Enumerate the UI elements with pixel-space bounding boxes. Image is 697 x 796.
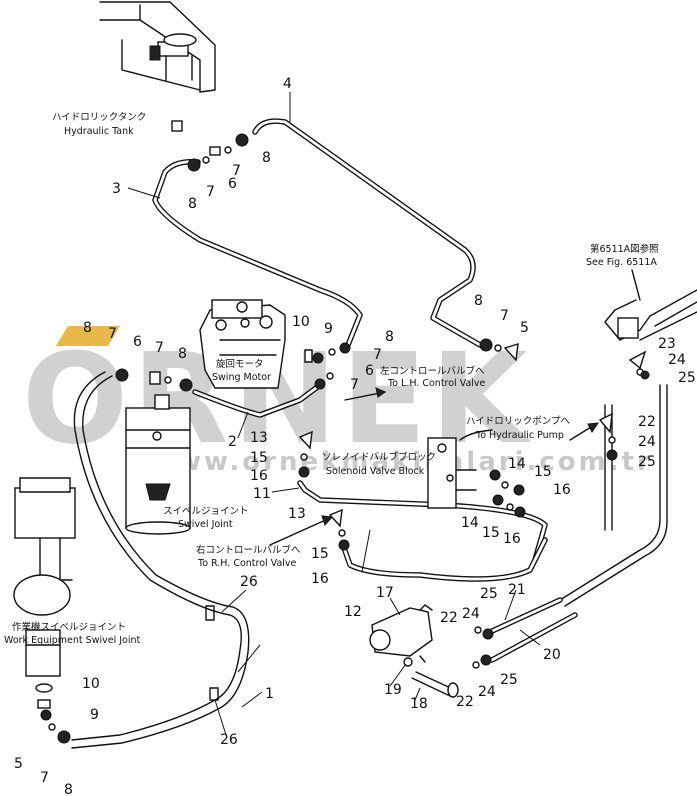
work-equipment-swivel-joint — [13, 477, 76, 677]
callout-20: 20 — [543, 647, 561, 663]
pump-label-en: To Hydraulic Pump — [475, 430, 564, 441]
callout-6: 6 — [228, 176, 237, 192]
fittings — [35, 120, 650, 744]
callout-numbers: 4 3 8 7 7 6 8 8 7 5 10 9 8 7 6 7 8 7 6 7… — [14, 76, 696, 796]
callout-15: 15 — [250, 450, 268, 466]
callout-22: 22 — [456, 694, 474, 710]
callout-24: 24 — [478, 684, 496, 700]
callout-25: 25 — [678, 370, 696, 386]
callout-8: 8 — [64, 782, 73, 796]
callout-22: 22 — [440, 610, 458, 626]
callout-15: 15 — [482, 525, 500, 541]
callout-5: 5 — [520, 320, 529, 336]
callout-7: 7 — [206, 184, 215, 200]
hydraulic-tank — [99, 1, 216, 93]
callout-17: 17 — [376, 585, 394, 601]
callout-8: 8 — [262, 150, 271, 166]
solenoid-valve-block — [427, 437, 477, 509]
see-fig-label-en: See Fig. 6511A — [586, 257, 657, 268]
callout-6: 6 — [365, 363, 374, 379]
watermark-url: www.ornekmakinalari.com.tr — [150, 447, 653, 477]
callout-9: 9 — [324, 321, 333, 337]
lh-valve-label-jp: 左コントロールバルブへ — [380, 365, 485, 377]
callout-10: 10 — [292, 314, 310, 330]
swivel-joint-label-jp: スイベルジョイント — [163, 506, 249, 517]
rh-valve-label-en: To R.H. Control Valve — [197, 558, 297, 569]
callout-24: 24 — [668, 352, 686, 368]
callout-16: 16 — [250, 468, 268, 484]
callout-16: 16 — [311, 571, 329, 587]
swing-motor-label-jp: 旋回モータ — [216, 358, 264, 370]
callout-1: 1 — [265, 686, 274, 702]
callout-7: 7 — [155, 340, 164, 356]
callout-8: 8 — [188, 196, 197, 212]
callout-2: 2 — [228, 434, 237, 450]
callout-14: 14 — [508, 456, 526, 472]
callout-24: 24 — [462, 606, 480, 622]
callout-18: 18 — [410, 696, 428, 712]
callout-7: 7 — [108, 326, 117, 342]
callout-7: 7 — [350, 377, 359, 393]
callout-23: 23 — [658, 336, 676, 352]
callout-16: 16 — [553, 482, 571, 498]
swivel-joint-label-en: Swivel Joint — [178, 519, 233, 530]
swivel-joint — [125, 394, 191, 535]
rh-valve-arrow — [269, 517, 331, 546]
callout-25: 25 — [480, 586, 498, 602]
see-fig-label-jp: 第6511A図参照 — [590, 243, 659, 255]
callout-9: 9 — [90, 707, 99, 723]
callout-8: 8 — [83, 320, 92, 336]
callout-25: 25 — [638, 454, 656, 470]
callout-4: 4 — [283, 76, 292, 92]
callout-16: 16 — [503, 531, 521, 547]
callout-6: 6 — [133, 334, 142, 350]
callout-24: 24 — [638, 434, 656, 450]
hydraulic-tank-label-jp: ハイドロリックタンク — [52, 112, 146, 123]
callout-15: 15 — [534, 464, 552, 480]
callout-7: 7 — [40, 770, 49, 786]
callout-21: 21 — [508, 582, 526, 598]
work-swivel-label-jp: 作業機スイベルジョイント — [12, 621, 126, 633]
pump-label-jp: ハイドロリックポンプへ — [466, 416, 571, 427]
callout-3: 3 — [112, 181, 121, 197]
callout-14: 14 — [461, 515, 479, 531]
work-swivel-label-en: Work Equipment Swivel Joint — [4, 635, 141, 646]
callout-22: 22 — [638, 414, 656, 430]
swing-motor — [199, 299, 286, 389]
callout-19: 19 — [384, 682, 402, 698]
callout-7: 7 — [373, 347, 382, 363]
callout-8: 8 — [178, 346, 187, 362]
callout-8: 8 — [385, 329, 394, 345]
solenoid-label-en: Solenoid Valve Block — [326, 466, 425, 477]
callout-13: 13 — [288, 506, 306, 522]
watermark-accent-mark — [56, 326, 120, 346]
callout-11: 11 — [253, 486, 271, 502]
lh-valve-label-en: To L.H. Control Valve — [387, 378, 486, 389]
callout-5: 5 — [14, 756, 23, 772]
leader-lines — [127, 92, 541, 736]
callout-10: 10 — [82, 676, 100, 692]
callout-26: 26 — [240, 574, 258, 590]
hydraulic-tank-label-en: Hydraulic Tank — [64, 126, 134, 137]
callout-25: 25 — [500, 672, 518, 688]
rh-valve-label-jp: 右コントロールバルブへ — [196, 544, 301, 556]
callout-8: 8 — [474, 293, 483, 309]
pump-valve-assembly — [369, 604, 459, 698]
callout-26: 26 — [220, 732, 238, 748]
callout-12: 12 — [344, 604, 362, 620]
pilot-block — [604, 269, 697, 341]
callout-13: 13 — [250, 430, 268, 446]
callout-7: 7 — [232, 163, 241, 179]
solenoid-label-jp: ソレノイドバルブブロック — [322, 451, 436, 463]
callout-7: 7 — [500, 308, 509, 324]
swing-motor-label-en: Swing Motor — [212, 372, 271, 383]
callout-15: 15 — [311, 546, 329, 562]
